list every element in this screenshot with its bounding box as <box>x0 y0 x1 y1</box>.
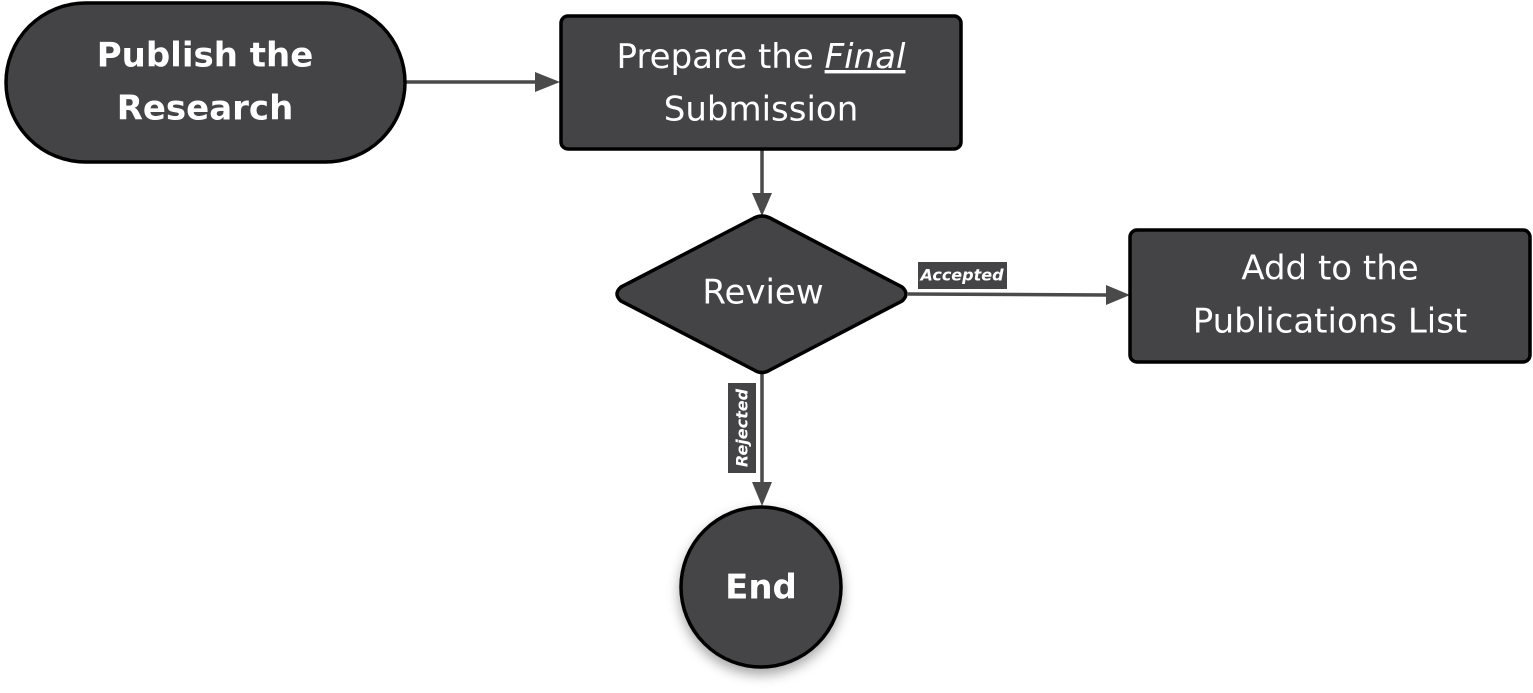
edge-start-to-prepare <box>405 72 560 92</box>
prepare-prefix: Prepare the <box>617 37 825 77</box>
edge-review-to-publications: Accepted <box>907 262 1130 305</box>
node-end-label: End <box>725 568 797 608</box>
node-publish-research-line1: Publish the <box>97 36 314 76</box>
node-prepare-submission-line2: Submission <box>664 90 859 130</box>
edge-prepare-to-review <box>752 150 772 216</box>
accepted-label: Accepted <box>918 266 1004 285</box>
edge-label-accepted: Accepted <box>918 262 1007 289</box>
node-publications-list-line1: Add to the <box>1241 249 1418 289</box>
node-publications-list-line2: Publications List <box>1193 302 1468 342</box>
node-publications-list[interactable]: Add to the Publications List <box>1128 228 1532 364</box>
node-prepare-submission[interactable]: Prepare the Final Submission <box>559 14 963 151</box>
node-publish-research[interactable]: Publish the Research <box>4 1 407 164</box>
rejected-label: Rejected <box>733 388 752 467</box>
prepare-emphasis: Final <box>825 37 906 77</box>
node-review-label: Review <box>702 273 823 313</box>
node-publish-research-line2: Research <box>117 89 294 129</box>
node-end[interactable]: End <box>679 505 843 669</box>
edge-review-to-end: Rejected <box>728 372 772 506</box>
node-prepare-submission-line1: Prepare the Final <box>617 37 906 77</box>
node-review[interactable]: Review <box>615 214 908 375</box>
edge-label-rejected: Rejected <box>728 383 756 473</box>
